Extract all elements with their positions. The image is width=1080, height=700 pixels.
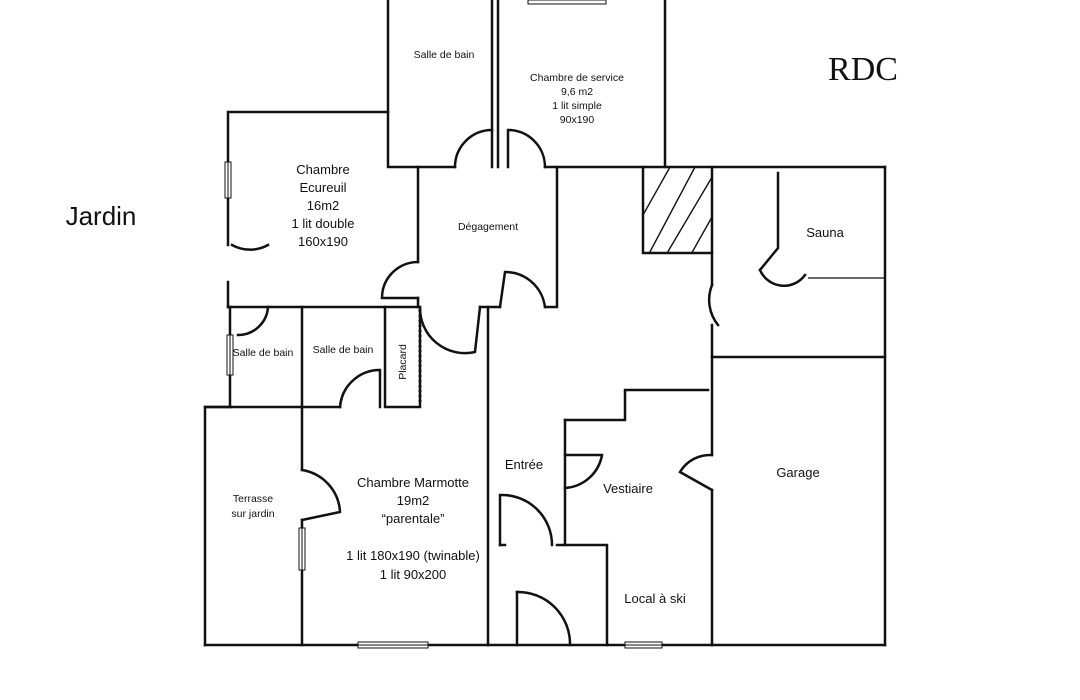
vestiaire-label: Vestiaire (603, 481, 653, 496)
chambre-ecureuil-line-2: Ecureuil (300, 180, 347, 195)
chambre-marmotte-line-6: 1 lit 90x200 (380, 567, 447, 582)
placard-label: Placard (397, 344, 409, 380)
garden-label: Jardin (66, 201, 137, 231)
window-west-bath (226, 334, 234, 376)
chambre-service-line-2: 9,6 m2 (561, 86, 593, 98)
terrasse-line-1: Terrasse (233, 493, 273, 505)
terrasse-line-2: sur jardin (231, 508, 274, 520)
chambre-marmotte-line-2: 19m2 (397, 493, 430, 508)
chambre-marmotte-line-5: 1 lit 180x190 (twinable) (346, 548, 480, 563)
window-marmotte-west (298, 527, 306, 571)
window-south-marmotte (357, 641, 429, 649)
local-ski-label: Local à ski (624, 591, 686, 606)
staircase (643, 167, 712, 253)
salle-de-bain-ouest-label: Salle de bain (233, 347, 294, 359)
sauna-label: Sauna (806, 225, 844, 240)
chambre-ecureuil-line-5: 160x190 (298, 234, 348, 249)
chambre-service-line-1: Chambre de service (530, 72, 624, 84)
salle-de-bain-centre-label: Salle de bain (313, 344, 374, 356)
salle-de-bain-nord-label: Salle de bain (414, 49, 475, 61)
entree-label: Entrée (505, 457, 543, 472)
chambre-ecureuil-line-3: 16m2 (307, 198, 340, 213)
walls (203, 0, 887, 647)
chambre-ecureuil-label: Chambre Ecureuil 16m2 1 lit double 160x1… (292, 162, 355, 249)
chambre-service-line-4: 90x190 (560, 114, 595, 126)
level-title: RDC (828, 51, 898, 88)
chambre-marmotte-line-3: “parentale” (382, 511, 445, 526)
garage-label: Garage (776, 465, 819, 480)
doors (230, 128, 807, 647)
degagement-label: Dégagement (458, 221, 518, 233)
chambre-marmotte-label: Chambre Marmotte 19m2 “parentale” 1 lit … (346, 475, 480, 582)
chambre-ecureuil-line-1: Chambre (296, 162, 349, 177)
terrasse-label: Terrasse sur jardin (231, 493, 274, 520)
windows (224, 0, 663, 649)
window-west-ecureuil (224, 161, 232, 199)
window-south-ski (624, 641, 663, 649)
window-north-service (527, 0, 607, 5)
chambre-service-line-3: 1 lit simple (552, 100, 602, 112)
chambre-marmotte-line-1: Chambre Marmotte (357, 475, 469, 490)
chambre-ecureuil-line-4: 1 lit double (292, 216, 355, 231)
chambre-service-label: Chambre de service 9,6 m2 1 lit simple 9… (530, 72, 624, 126)
